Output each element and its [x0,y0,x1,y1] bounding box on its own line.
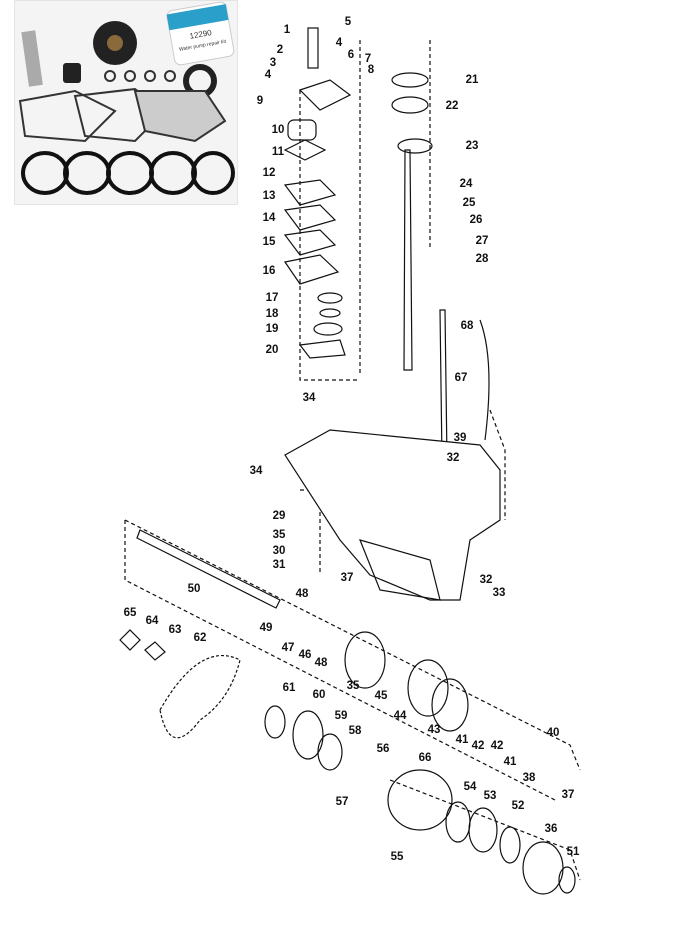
part-callout-37: 37 [340,572,354,584]
part-callout-4: 4 [335,37,343,49]
part-callout-10: 10 [271,124,285,136]
part-callout-26: 26 [469,214,483,226]
kit-label-text: 12290 [189,28,213,41]
propeller-shaft [136,529,281,609]
part-callout-32: 32 [446,452,460,464]
shift-shaft [439,309,448,461]
part-callout-25: 25 [462,197,476,209]
part-callout-39: 39 [453,432,467,444]
shift-cable [479,319,490,441]
part-callout-11: 11 [271,146,285,158]
part-callout-21: 21 [465,74,479,86]
gearcase [284,429,501,601]
part-callout-58: 58 [348,725,362,737]
dashed-guide-lines [124,40,581,881]
part-callout-22: 22 [445,100,459,112]
part-callout-14: 14 [262,212,276,224]
part-callout-30: 30 [272,545,286,557]
part-callout-17: 17 [265,292,279,304]
part-callout-32: 32 [479,574,493,586]
part-callout-48: 48 [295,588,309,600]
part-callout-42: 42 [490,740,504,752]
part-callout-8: 8 [367,64,375,76]
part-callout-59: 59 [334,710,348,722]
part-callout-24: 24 [459,178,473,190]
part-callout-28: 28 [475,253,489,265]
part-callout-38: 38 [522,772,536,784]
part-callout-49: 49 [259,622,273,634]
water-pump-housing [298,79,352,111]
part-callout-48: 48 [314,657,328,669]
part-callout-35: 35 [346,680,360,692]
part-callout-13: 13 [262,190,276,202]
part-callout-5: 5 [344,16,352,28]
propeller-outline [159,655,241,739]
impeller [283,139,327,161]
part-callout-4: 4 [264,69,272,81]
part-callout-56: 56 [376,743,390,755]
part-callout-40: 40 [546,727,560,739]
part-callout-43: 43 [427,724,441,736]
part-callout-29: 29 [272,510,286,522]
part-callout-52: 52 [511,800,525,812]
part-callout-65: 65 [123,607,137,619]
kit-parts-illustration: 12290 Water pump repair kit [18,1,235,195]
part-callout-42: 42 [471,740,485,752]
part-callout-63: 63 [168,624,182,636]
part-callout-46: 46 [298,649,312,661]
part-callout-19: 19 [265,323,279,335]
part-callout-51: 51 [566,846,580,858]
part-callout-33: 33 [492,587,506,599]
part-callout-60: 60 [312,689,326,701]
part-callout-41: 41 [503,756,517,768]
part-callout-47: 47 [281,642,295,654]
part-callout-61: 61 [282,682,296,694]
part-callout-34: 34 [302,392,316,404]
part-callout-2: 2 [276,44,284,56]
part-callout-36: 36 [544,823,558,835]
part-callout-1: 1 [283,24,291,36]
part-callout-3: 3 [269,57,277,69]
part-callout-50: 50 [187,583,201,595]
part-callout-64: 64 [145,615,159,627]
part-callout-18: 18 [265,308,279,320]
part-callout-57: 57 [335,796,349,808]
part-callout-16: 16 [262,265,276,277]
part-callout-41: 41 [455,734,469,746]
part-callout-44: 44 [393,710,407,722]
part-callout-7: 7 [364,53,372,65]
part-callout-27: 27 [475,235,489,247]
part-callout-34: 34 [249,465,263,477]
part-callout-35: 35 [272,529,286,541]
part-callout-54: 54 [463,781,477,793]
part-callout-23: 23 [465,140,479,152]
part-callout-62: 62 [193,632,207,644]
part-callout-9: 9 [256,95,264,107]
water-pump-kit-photo: 12290 Water pump repair kit [14,0,238,205]
part-callout-68: 68 [460,320,474,332]
part-callout-66: 66 [418,752,432,764]
part-callout-53: 53 [483,790,497,802]
part-callout-12: 12 [262,167,276,179]
drive-shaft [403,149,413,371]
part-callout-15: 15 [262,236,276,248]
part-callout-55: 55 [390,851,404,863]
part-callout-6: 6 [347,49,355,61]
part-callout-37: 37 [561,789,575,801]
part-callout-20: 20 [265,344,279,356]
part-callout-31: 31 [272,559,286,571]
part-callout-45: 45 [374,690,388,702]
part-callout-67: 67 [454,372,468,384]
